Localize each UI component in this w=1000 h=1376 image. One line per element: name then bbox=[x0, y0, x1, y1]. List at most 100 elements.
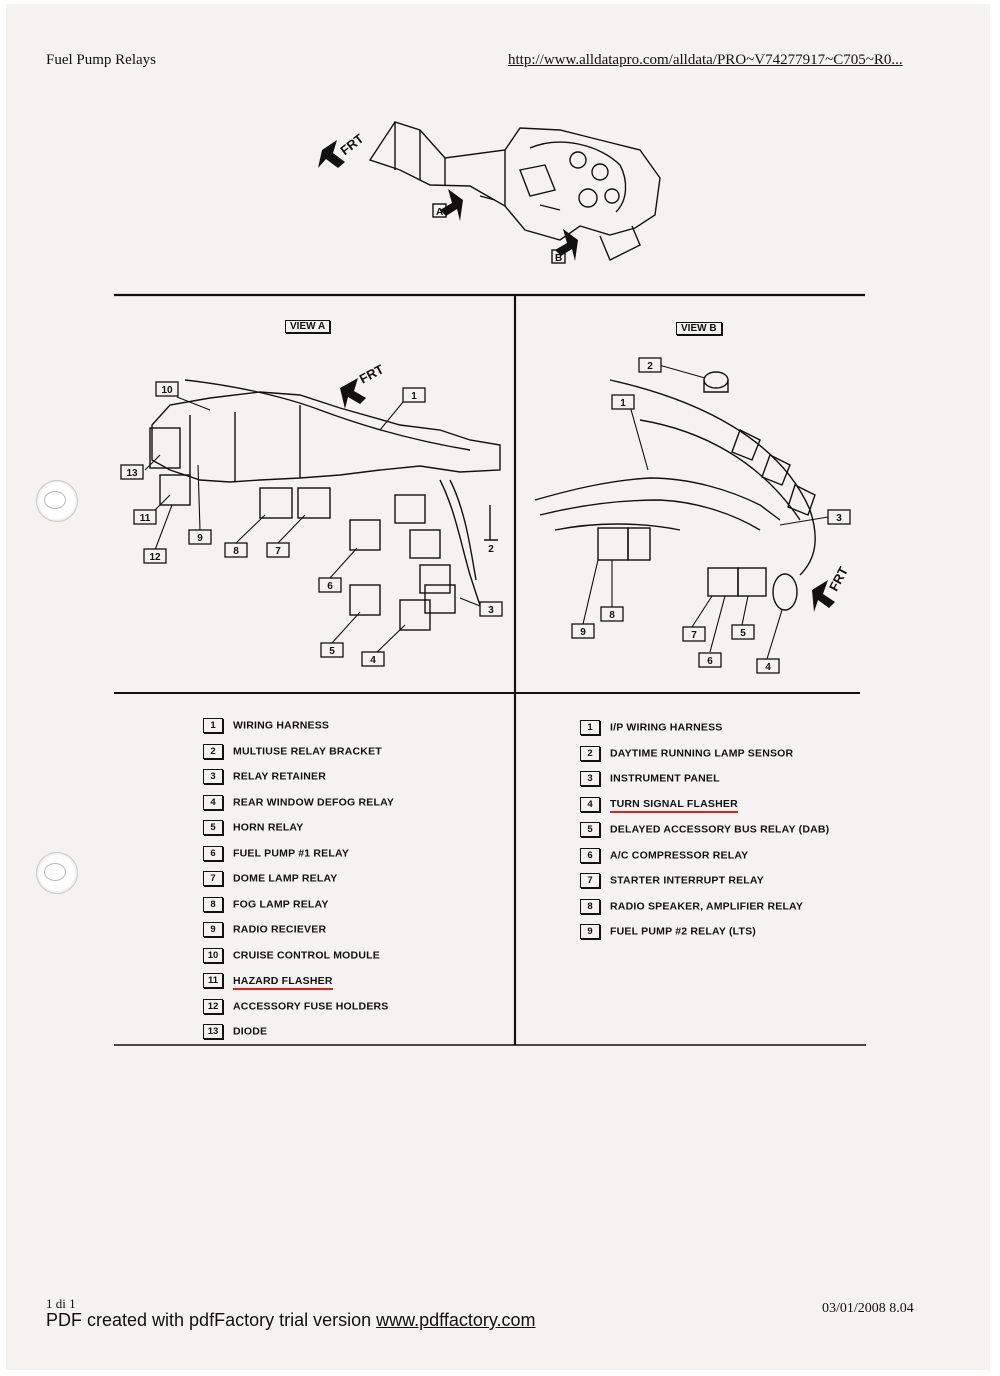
legend-label: I/P WIRING HARNESS bbox=[610, 721, 723, 734]
view-b-callout: 9 bbox=[580, 627, 586, 638]
overview-callout-box bbox=[551, 249, 566, 264]
legend-number-box: 9 bbox=[203, 922, 223, 937]
legend-number-box: 1 bbox=[580, 720, 600, 735]
legend-label: DIODE bbox=[233, 1025, 268, 1038]
view-b-callout: 1 bbox=[620, 398, 626, 409]
view-a-callout: 4 bbox=[370, 655, 376, 666]
view-b-callout: 3 bbox=[836, 513, 842, 524]
view-a-callout: 1 bbox=[411, 391, 417, 402]
view-b-callout: 8 bbox=[609, 610, 615, 621]
legend-label: MULTIUSE RELAY BRACKET bbox=[233, 745, 382, 757]
legend-number-box: 3 bbox=[203, 769, 223, 784]
view-a-callout: 11 bbox=[140, 513, 151, 524]
legend-label: A/C COMPRESSOR RELAY bbox=[610, 849, 749, 861]
legend-item: 2 DAYTIME RUNNING LAMP SENSOR bbox=[580, 745, 794, 762]
view-b-frt-arrow bbox=[812, 580, 835, 612]
source-url-link[interactable]: http://www.alldatapro.com/alldata/PRO~V7… bbox=[508, 52, 903, 68]
legend-number-box: 12 bbox=[203, 998, 223, 1014]
legend-number-box: 4 bbox=[580, 796, 600, 812]
legend-number-box: 8 bbox=[203, 896, 223, 912]
binder-hole-icon bbox=[36, 852, 78, 894]
overview-arrow-b bbox=[555, 229, 578, 261]
view-b-callout: 4 bbox=[765, 662, 771, 673]
legend-number-box: 5 bbox=[580, 822, 600, 837]
pdffactory-link[interactable]: www.pdffactory.com bbox=[376, 1310, 536, 1330]
legend-label-highlighted: HAZARD FLASHER bbox=[233, 974, 333, 990]
legend-item: 9 RADIO RECIEVER bbox=[203, 922, 326, 938]
legend-item: 1 I/P WIRING HARNESS bbox=[580, 720, 723, 736]
pdf-watermark: PDF created with pdfFactory trial versio… bbox=[46, 1310, 536, 1331]
view-a-illustration bbox=[149, 379, 501, 631]
legend-number-box: 7 bbox=[580, 873, 600, 888]
legend-number-box: 9 bbox=[580, 924, 600, 939]
legend-number-box: 1 bbox=[203, 718, 223, 733]
view-a-callout: 3 bbox=[488, 605, 494, 616]
legend-item: 8 FOG LAMP RELAY bbox=[203, 896, 329, 913]
legend-label: DAYTIME RUNNING LAMP SENSOR bbox=[610, 747, 794, 759]
legend-item: 3 INSTRUMENT PANEL bbox=[580, 771, 720, 787]
legend-item: 10 CRUISE CONTROL MODULE bbox=[203, 947, 380, 964]
legend-item: 13 DIODE bbox=[203, 1024, 267, 1040]
view-b-frt-label: FRT bbox=[826, 564, 851, 593]
legend-label: CRUISE CONTROL MODULE bbox=[233, 949, 380, 961]
view-a-callout: 10 bbox=[161, 385, 173, 396]
legend-label: STARTER INTERRUPT RELAY bbox=[610, 874, 764, 887]
legend-number-box: 5 bbox=[203, 820, 223, 835]
print-date: 03/01/2008 8.04 bbox=[822, 1301, 914, 1316]
legend-label: FUEL PUMP #2 RELAY (LTS) bbox=[610, 925, 756, 938]
overview-arrow-a bbox=[440, 189, 463, 221]
pdf-watermark-text: PDF created with pdfFactory trial versio… bbox=[46, 1310, 377, 1330]
view-b-label: VIEW B bbox=[676, 322, 722, 335]
legend-number-box: 13 bbox=[203, 1024, 223, 1039]
view-a-callout: 5 bbox=[329, 646, 335, 657]
legend-number-box: 3 bbox=[580, 771, 600, 786]
view-b-legend: 1 I/P WIRING HARNESS 2 DAYTIME RUNNING LAMP… bbox=[580, 720, 860, 950]
view-a-frt-label: FRT bbox=[357, 361, 386, 386]
legend-item: 11 HAZARD FLASHER bbox=[203, 973, 333, 990]
overview-frt-label: FRT bbox=[337, 131, 366, 158]
legend-label: REAR WINDOW DEFOG RELAY bbox=[233, 796, 395, 808]
view-b-callout: 7 bbox=[691, 630, 697, 641]
overview-callout-a: A bbox=[436, 207, 443, 218]
binder-hole-icon bbox=[36, 480, 78, 522]
view-a-callout: 6 bbox=[327, 581, 333, 592]
legend-item: 7 STARTER INTERRUPT RELAY bbox=[580, 873, 764, 889]
legend-label: DELAYED ACCESSORY BUS RELAY (DAB) bbox=[610, 823, 830, 836]
legend-label: INSTRUMENT PANEL bbox=[610, 772, 720, 785]
legend-item: 6 A/C COMPRESSOR RELAY bbox=[580, 847, 749, 864]
legend-number-box: 10 bbox=[203, 947, 223, 963]
view-b-illustration bbox=[534, 371, 816, 611]
view-a-frt-arrow bbox=[340, 378, 366, 409]
legend-number-box: 11 bbox=[203, 973, 223, 988]
overview-frt-arrow bbox=[318, 140, 345, 168]
view-a-callout: 9 bbox=[197, 533, 203, 544]
legend-label: RELAY RETAINER bbox=[233, 770, 327, 783]
view-a-callout: 12 bbox=[149, 552, 161, 563]
legend-item: 3 RELAY RETAINER bbox=[203, 769, 326, 785]
legend-number-box: 6 bbox=[203, 845, 223, 861]
legend-number-box: 2 bbox=[580, 745, 600, 761]
legend-item: 4 TURN SIGNAL FLASHER bbox=[580, 796, 738, 813]
view-a-callout: 7 bbox=[275, 546, 281, 557]
legend-label: FOG LAMP RELAY bbox=[233, 898, 329, 910]
legend-number-box: 6 bbox=[580, 847, 600, 863]
view-b-callout: 2 bbox=[647, 361, 653, 372]
view-a-callout: 13 bbox=[126, 468, 138, 479]
scanned-page bbox=[6, 4, 990, 1370]
view-a-callout: 2 bbox=[488, 544, 494, 555]
overview-callout-b: B bbox=[555, 253, 562, 264]
overview-illustration bbox=[368, 121, 661, 261]
legend-label: DOME LAMP RELAY bbox=[233, 872, 338, 885]
page-title: Fuel Pump Relays bbox=[46, 52, 157, 68]
legend-label: RADIO RECIEVER bbox=[233, 923, 327, 936]
legend-label-highlighted: TURN SIGNAL FLASHER bbox=[610, 798, 738, 813]
legend-item: 9 FUEL PUMP #2 RELAY (LTS) bbox=[580, 924, 756, 940]
